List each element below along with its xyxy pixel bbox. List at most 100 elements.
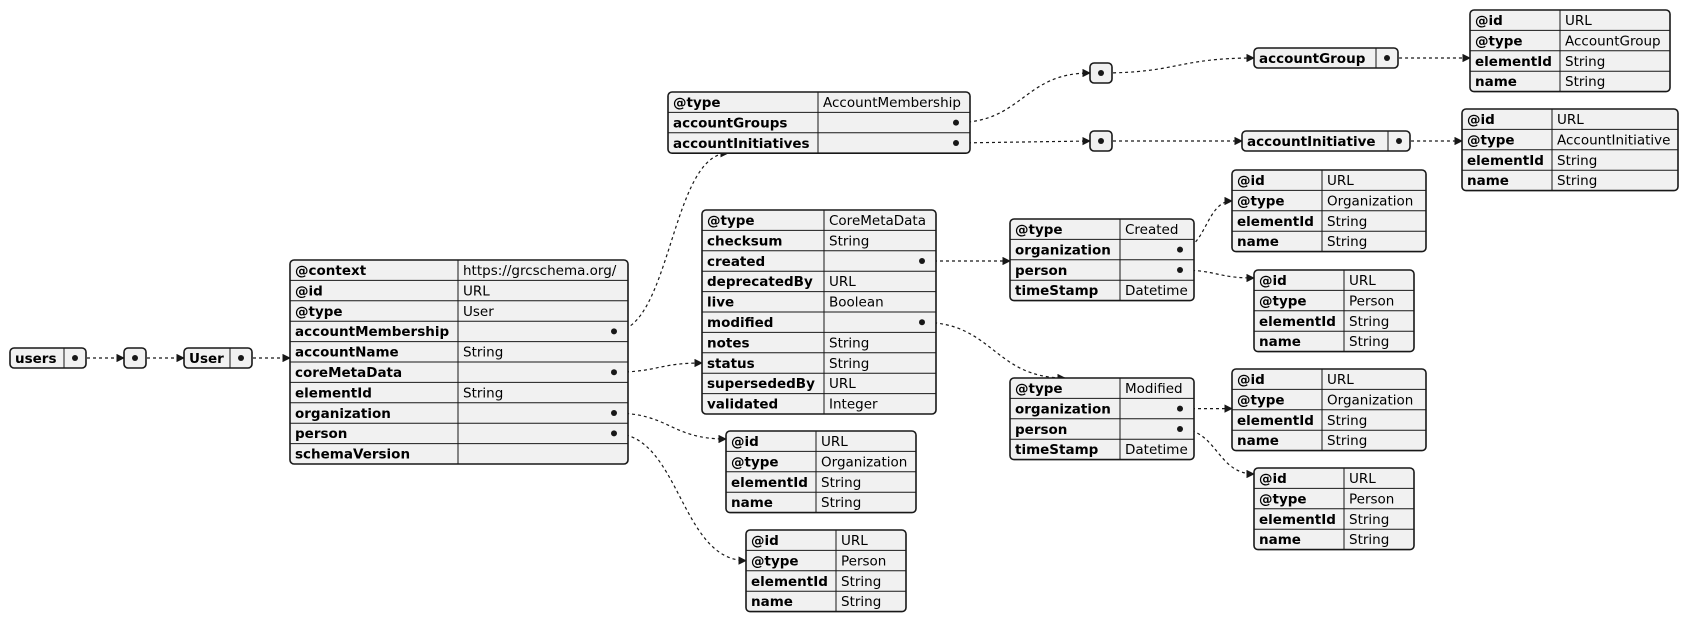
- field-key: @type: [1259, 293, 1307, 309]
- field-key: @type: [1237, 392, 1285, 408]
- field-key: @type: [1467, 132, 1515, 148]
- field-key: @type: [673, 95, 721, 111]
- field-key: name: [1237, 433, 1279, 449]
- field-type: URL: [1557, 112, 1584, 128]
- link-dot-icon: [1177, 267, 1183, 273]
- field-key: timeStamp: [1015, 442, 1099, 458]
- field-key: coreMetaData: [295, 365, 402, 381]
- reference-edge: [1100, 53, 1255, 74]
- field-key: timeStamp: [1015, 283, 1099, 299]
- field-key: @type: [1475, 33, 1523, 49]
- field-key: @id: [1475, 13, 1503, 29]
- field-type: Modified: [1125, 381, 1183, 397]
- field-type: URL: [1565, 13, 1592, 29]
- field-type: String: [1327, 433, 1367, 449]
- field-type: URL: [841, 533, 868, 549]
- link-dot-icon: [953, 119, 959, 126]
- groups-array-node: [1089, 62, 1113, 84]
- field-key: @id: [1467, 112, 1495, 128]
- users-node: users: [9, 347, 87, 369]
- field-type: Integer: [829, 397, 878, 413]
- field-key: name: [1259, 334, 1301, 350]
- field-key: organization: [1015, 242, 1111, 258]
- field-key: supersededBy: [707, 376, 815, 392]
- field-key: @type: [1015, 381, 1063, 397]
- edges-layer: [75, 53, 1471, 565]
- field-key: @type: [1237, 193, 1285, 209]
- reference-edge: [955, 136, 1091, 146]
- field-type: String: [1557, 153, 1597, 169]
- field-key: elementId: [1259, 512, 1336, 528]
- field-type: String: [841, 594, 881, 610]
- field-key: elementId: [1237, 413, 1314, 429]
- field-type: String: [821, 475, 861, 491]
- field-type: String: [1327, 234, 1367, 250]
- field-key: @type: [1015, 222, 1063, 238]
- field-key: accountMembership: [295, 324, 449, 340]
- field-key: created: [707, 254, 765, 270]
- field-key: accountInitiatives: [673, 136, 810, 152]
- field-key: elementId: [295, 385, 372, 401]
- field-key: name: [1237, 234, 1279, 250]
- link-dot-icon: [611, 410, 617, 416]
- field-type: AccountInitiative: [1557, 132, 1670, 148]
- link-dot-icon: [919, 319, 925, 326]
- field-key: name: [1259, 532, 1301, 548]
- field-type: URL: [1349, 471, 1376, 487]
- field-type: String: [841, 574, 881, 590]
- field-type: String: [1349, 512, 1389, 528]
- account-group-node: accountGroup: [1253, 47, 1399, 69]
- field-type: User: [463, 304, 494, 320]
- field-key: checksum: [707, 233, 782, 249]
- field-key: organization: [295, 406, 391, 422]
- field-type: URL: [1327, 173, 1354, 189]
- account-initiative-node: accountInitiative: [1241, 130, 1411, 152]
- reference-edge: [1179, 269, 1255, 283]
- field-type: Person: [1349, 293, 1394, 309]
- field-type: URL: [829, 274, 856, 290]
- user-node: User: [183, 347, 253, 369]
- field-key: @id: [751, 533, 779, 549]
- table-frame: [667, 91, 971, 155]
- field-type: URL: [829, 376, 856, 392]
- initiatives-array-node: [1089, 130, 1113, 152]
- field-type: String: [1557, 173, 1597, 189]
- node-label: accountInitiative: [1247, 134, 1376, 150]
- node-label: User: [189, 351, 224, 367]
- field-key: person: [295, 426, 347, 442]
- field-type: AccountMembership: [823, 95, 961, 111]
- field-type: Organization: [1327, 193, 1413, 209]
- field-type: String: [1349, 334, 1389, 350]
- field-type: String: [829, 335, 869, 351]
- field-type: AccountGroup: [1565, 33, 1661, 49]
- field-type: String: [1349, 314, 1389, 330]
- field-key: status: [707, 356, 755, 372]
- link-dot-icon: [72, 355, 78, 361]
- field-key: person: [1015, 422, 1067, 438]
- field-type: Datetime: [1125, 283, 1188, 299]
- link-dot-icon: [611, 369, 617, 376]
- field-type: URL: [1327, 372, 1354, 388]
- link-dot-icon: [1098, 138, 1104, 144]
- array-node: [123, 347, 147, 369]
- field-key: notes: [707, 335, 750, 351]
- field-key: @id: [1237, 173, 1265, 189]
- field-key: accountName: [295, 345, 399, 361]
- reference-edge: [921, 321, 1066, 383]
- link-dot-icon: [1396, 138, 1402, 144]
- field-key: elementId: [1237, 214, 1314, 230]
- field-type: Person: [841, 553, 886, 569]
- field-key: modified: [707, 315, 773, 331]
- field-key: elementId: [1467, 153, 1544, 169]
- field-key: @type: [751, 553, 799, 569]
